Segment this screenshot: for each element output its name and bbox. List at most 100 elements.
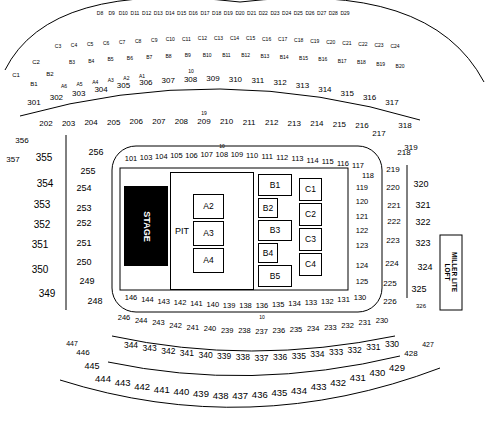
section-number: 136: [256, 302, 269, 310]
section-number: 340: [199, 351, 213, 360]
section-number: 140: [207, 301, 220, 309]
section-number: 315: [341, 90, 354, 98]
section-number: 108: [216, 151, 229, 159]
stage-label: STAGE: [142, 211, 151, 241]
section-number: 233: [324, 324, 337, 332]
section-number: 237: [255, 328, 268, 336]
section-number: 209: [197, 118, 210, 126]
section-number: 117: [352, 162, 364, 170]
section-number: 312: [273, 79, 286, 87]
row-label: B8: [165, 54, 171, 59]
row-label: D16: [189, 11, 198, 16]
floor-section: B3: [258, 220, 292, 241]
row-label: D28: [329, 11, 338, 16]
section-number: 325: [411, 285, 426, 294]
section-number: 251: [76, 239, 91, 248]
section-number: 122: [356, 227, 369, 235]
section-number: 202: [39, 120, 52, 128]
section-number: 255: [80, 167, 95, 176]
section-number: 239: [221, 327, 234, 335]
section-number: 254: [76, 184, 91, 193]
row-label: D10: [119, 11, 128, 16]
row-label: B7: [146, 54, 152, 59]
row-label: A4: [92, 80, 98, 85]
aisle-number: 10: [259, 315, 265, 320]
section-label: PIT: [175, 227, 189, 236]
section-number: 338: [236, 353, 250, 362]
row-label: D17: [200, 11, 209, 16]
section-number: 256: [88, 148, 103, 157]
section-number: 320: [413, 180, 428, 189]
section-number: 213: [288, 120, 301, 128]
section-number: 232: [341, 322, 354, 330]
section-number: 212: [265, 119, 278, 127]
upper-deck-edge: [5, 0, 484, 82]
section-label: A2: [203, 202, 213, 211]
row-label: C8: [135, 38, 141, 43]
section-number: 355: [36, 153, 53, 163]
section-number: 125: [356, 278, 369, 286]
section-number: 433: [311, 383, 327, 393]
section-number: 104: [155, 153, 168, 161]
row-label: C7: [119, 39, 125, 44]
row-label: B14: [280, 54, 289, 59]
pit-area: PITA2A3A4: [170, 172, 254, 290]
row-label: D19: [224, 11, 233, 16]
section-number: 318: [398, 122, 411, 130]
row-label: D24: [282, 11, 291, 16]
section-number: 352: [34, 220, 51, 230]
row-label: C1: [12, 72, 20, 78]
section-number: 215: [333, 121, 346, 129]
section-label: C2: [305, 210, 316, 219]
section-number: 223: [386, 237, 399, 245]
row-label: C10: [166, 37, 175, 42]
row-label: B9: [185, 53, 191, 58]
row-label: C18: [294, 37, 303, 42]
section-number: 124: [356, 262, 369, 270]
section-number: 427: [422, 341, 434, 348]
section-number: 434: [291, 386, 307, 396]
section-number: 130: [354, 294, 367, 302]
section-number: 132: [321, 298, 334, 306]
section-number: 353: [34, 200, 51, 210]
section-number: 349: [39, 289, 56, 299]
row-label: B3: [69, 60, 75, 65]
row-label: D29: [340, 11, 349, 16]
section-number: 443: [115, 378, 131, 388]
section-number: 139: [223, 302, 236, 310]
stage-block: STAGE: [124, 186, 168, 266]
section-number: 236: [273, 327, 286, 335]
section-number: 350: [32, 265, 49, 275]
section-number: 218: [397, 149, 410, 157]
row-label: B13: [260, 53, 269, 58]
row-label: C15: [246, 36, 255, 41]
floor-section: C4: [299, 253, 322, 276]
section-number: 316: [363, 94, 376, 102]
section-number: 428: [404, 350, 417, 358]
row-label: A2: [123, 76, 129, 81]
row-label: D21: [247, 11, 256, 16]
row-label: C16: [262, 36, 271, 41]
row-label: D27: [317, 11, 326, 16]
row-label: D12: [142, 11, 151, 16]
section-number: 146: [125, 294, 138, 302]
section-number: 121: [356, 213, 369, 221]
section-number: 303: [72, 90, 85, 98]
section-number: 341: [180, 349, 194, 358]
row-label: B20: [396, 64, 405, 69]
aisle-number: 10: [188, 69, 194, 74]
section-number: 333: [329, 348, 343, 357]
section-number: 107: [200, 152, 213, 160]
section-number: 334: [310, 350, 324, 359]
section-number: 431: [350, 374, 366, 384]
row-label: B11: [222, 52, 231, 57]
section-label: B4: [263, 249, 273, 258]
row-label: B4: [88, 58, 94, 63]
row-label: C20: [326, 39, 335, 44]
section-number: 344: [124, 341, 138, 350]
section-number: 211: [243, 119, 256, 127]
section-number: 447: [66, 340, 78, 347]
area-label: MILLER LITE LOFT: [444, 249, 459, 295]
floor-section: B4: [258, 243, 278, 263]
row-label: A3: [108, 78, 114, 83]
